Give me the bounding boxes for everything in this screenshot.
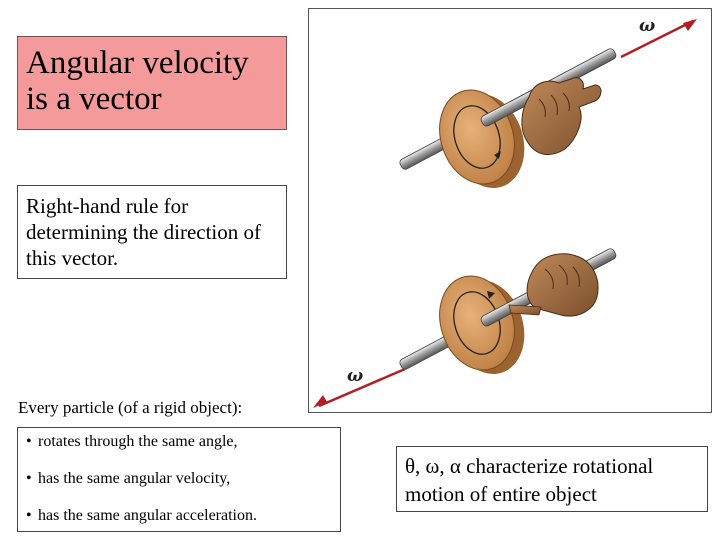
right-hand-rule-text: Right-hand rule for determining the dire… [26,194,262,270]
slide-title: Angular velocity is a vector [26,45,249,117]
omega-arrow-bottom [318,367,406,408]
figure-svg: ω [313,16,697,408]
characterize-box: θ, ω, α characterize rotational motion o… [396,446,708,512]
right-hand-bottom-icon [508,253,599,317]
omega-label-top: ω [639,16,655,36]
title-box: Angular velocity is a vector [17,36,287,130]
bottom-assembly: ω [313,248,617,408]
omega-arrowhead-top-icon [683,19,697,31]
omega-arrowhead-bottom-icon [313,395,327,408]
properties-box: rotates through the same angle, has the … [17,427,341,532]
list-item: rotates through the same angle, [26,432,332,452]
list-item: has the same angular acceleration. [26,506,332,526]
right-hand-rule-box: Right-hand rule for determining the dire… [17,185,287,279]
omega-label-bottom: ω [347,366,363,386]
characterize-text: θ, ω, α characterize rotational motion o… [405,454,654,506]
right-hand-rule-figure: ω [308,8,712,413]
disk-bottom-icon [439,275,525,374]
right-hand-top-icon [521,77,602,156]
properties-list: rotates through the same angle, has the … [26,432,332,526]
list-item: has the same angular velocity, [26,469,332,489]
particle-label: Every particle (of a rigid object): [18,398,243,417]
omega-arrow-top [620,19,694,59]
top-assembly: ω [399,16,697,188]
